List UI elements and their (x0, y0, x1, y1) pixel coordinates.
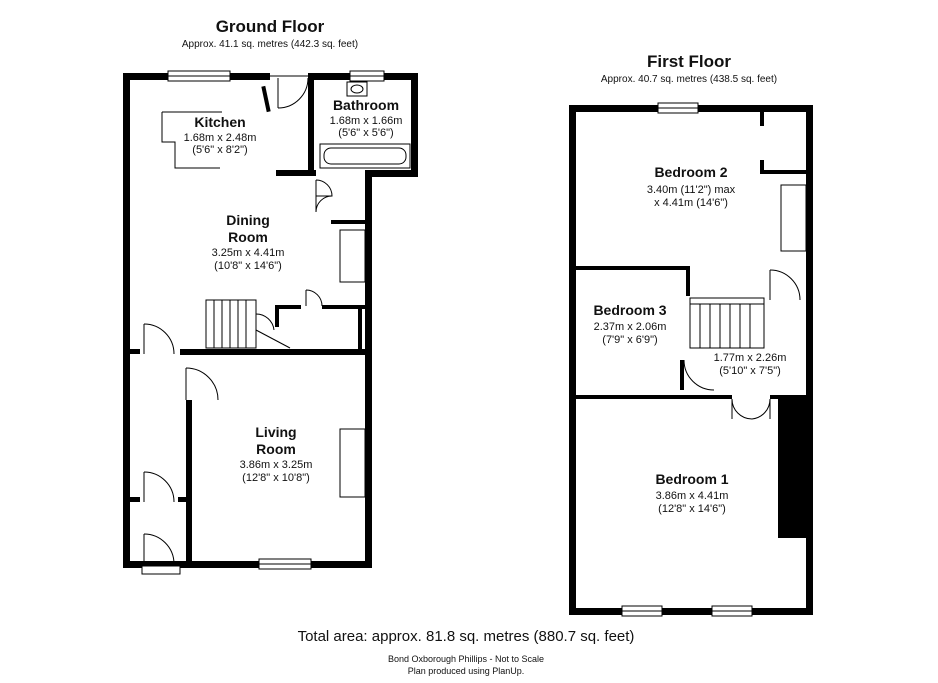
room-dimensions-imperial: (10'8" x 14'6") (214, 260, 282, 272)
room-name: Dining (226, 212, 270, 228)
total-area: Total area: approx. 81.8 sq. metres (880… (298, 628, 635, 645)
room-label-living-room: Living Room 3.86m x 3.25m (12'8" x 10'8"… (240, 424, 313, 484)
room-dimensions-imperial: (5'6" x 5'6") (338, 127, 393, 139)
first-floor-area: Approx. 40.7 sq. metres (438.5 sq. feet) (601, 74, 777, 85)
room-dimensions-imperial: (12'8" x 10'8") (242, 472, 310, 484)
agent-disclaimer: Bond Oxborough Phillips - Not to Scale (388, 654, 544, 664)
plan-credit: Plan produced using PlanUp. (408, 666, 525, 676)
room-label-dining-room: Dining Room 3.25m x 4.41m (10'8" x 14'6"… (212, 212, 285, 272)
room-name-line-2: Room (228, 229, 268, 245)
room-name: Bedroom 3 (593, 302, 666, 318)
room-dimensions-metric: 3.86m x 3.25m (240, 459, 313, 471)
first-floor-fixtures (621, 102, 807, 617)
first-floor-title: First Floor (647, 52, 731, 71)
room-dimensions-imperial: (7'9" x 6'9") (602, 334, 657, 346)
room-dimensions-metric: 3.86m x 4.41m (656, 490, 729, 502)
room-label-landing: 1.77m x 2.26m (5'10" x 7'5") (714, 352, 787, 377)
room-label-bedroom-3: Bedroom 3 2.37m x 2.06m (7'9" x 6'9") (593, 302, 666, 346)
ground-floor-fixtures (141, 70, 411, 575)
plan-footer: Total area: approx. 81.8 sq. metres (880… (298, 628, 635, 676)
room-dimensions-metric: 1.68m x 1.66m (330, 115, 403, 127)
first-floor-plan: First Floor Approx. 40.7 sq. metres (438… (569, 52, 813, 617)
room-label-bedroom-2: Bedroom 2 3.40m (11'2") max x 4.41m (14'… (647, 164, 736, 209)
room-dimensions-imperial: (12'8" x 14'6") (658, 503, 726, 515)
room-name: Bathroom (333, 97, 399, 113)
room-dimensions-imperial: x 4.41m (14'6") (654, 197, 728, 209)
room-dimensions-imperial: (5'10" x 7'5") (719, 365, 781, 377)
room-dimensions-imperial: (5'6" x 8'2") (192, 144, 247, 156)
room-name-line-2: Room (256, 441, 296, 457)
ground-floor-plan: Ground Floor Approx. 41.1 sq. metres (44… (123, 17, 418, 575)
room-label-bedroom-1: Bedroom 1 3.86m x 4.41m (12'8" x 14'6") (655, 471, 728, 515)
room-dimensions-metric: 3.40m (11'2") max (647, 184, 736, 196)
room-name: Living (255, 424, 296, 440)
room-name: Bedroom 2 (654, 164, 727, 180)
ground-floor-area: Approx. 41.1 sq. metres (442.3 sq. feet) (182, 39, 358, 50)
room-dimensions-metric: 1.77m x 2.26m (714, 352, 787, 364)
ground-floor-title: Ground Floor (216, 17, 325, 36)
room-dimensions-metric: 1.68m x 2.48m (184, 132, 257, 144)
room-dimensions-metric: 2.37m x 2.06m (594, 321, 667, 333)
room-dimensions-metric: 3.25m x 4.41m (212, 247, 285, 259)
room-name: Bedroom 1 (655, 471, 728, 487)
room-label-kitchen: Kitchen 1.68m x 2.48m (5'6" x 8'2") (184, 114, 257, 156)
room-name: Kitchen (194, 114, 245, 130)
room-label-bathroom: Bathroom 1.68m x 1.66m (5'6" x 5'6") (330, 97, 403, 139)
